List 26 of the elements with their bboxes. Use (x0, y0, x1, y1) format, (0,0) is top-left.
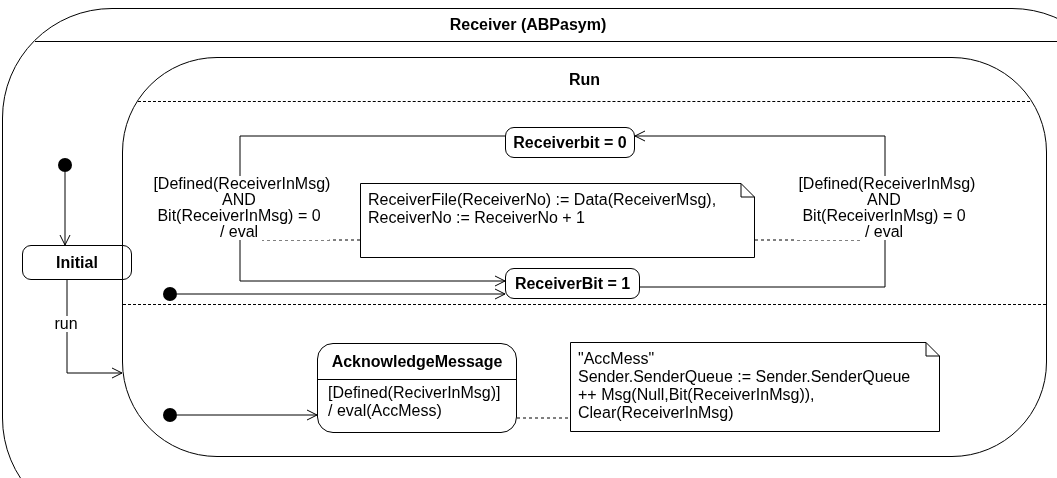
state-title: Receiver (ABPasym) (449, 16, 607, 34)
transition-arrow (176, 409, 318, 421)
state-box (317, 343, 517, 433)
initial-state-dot (163, 408, 177, 422)
note-text: ReceiverNo := ReceiverNo + 1 (368, 209, 586, 227)
note-text: Sender.SenderQueue := Sender.SenderQueue ++ Msg(Null,Bit(ReceiverInMsg)), (578, 368, 912, 404)
state-name: AcknowledgeMessage (331, 352, 503, 371)
state-box: ReceiverBit = 1 (505, 268, 640, 299)
transition-arrow (634, 130, 886, 288)
note (570, 342, 940, 432)
note-text: ReceiverFile(ReceiverNo) := Data(ReceiverMsg), (368, 191, 713, 209)
note-text: Clear(ReceiverInMsg) (578, 404, 735, 422)
guard-label: [Defined(ReceiverInMsg) AND Bit(ReceiverInMsg) = 0 / eval (795, 176, 975, 240)
dashed-connector (516, 417, 571, 419)
transition-arrow (176, 288, 506, 300)
transition-arrow (59, 171, 71, 246)
state-box: Receiverbit = 0 (505, 127, 635, 158)
initial-state-dot (58, 158, 72, 172)
initial-state-dot (163, 287, 177, 301)
state-title: Run (568, 70, 601, 89)
transition-arrow (66, 279, 123, 379)
note (360, 183, 755, 258)
transition-arrow (239, 135, 506, 287)
note-text: "AccMess" (578, 350, 656, 368)
internal-transition-text: [Defined(ReciverInMsg)] / eval(AccMess) (327, 383, 502, 420)
state-box: Initial (22, 245, 132, 280)
